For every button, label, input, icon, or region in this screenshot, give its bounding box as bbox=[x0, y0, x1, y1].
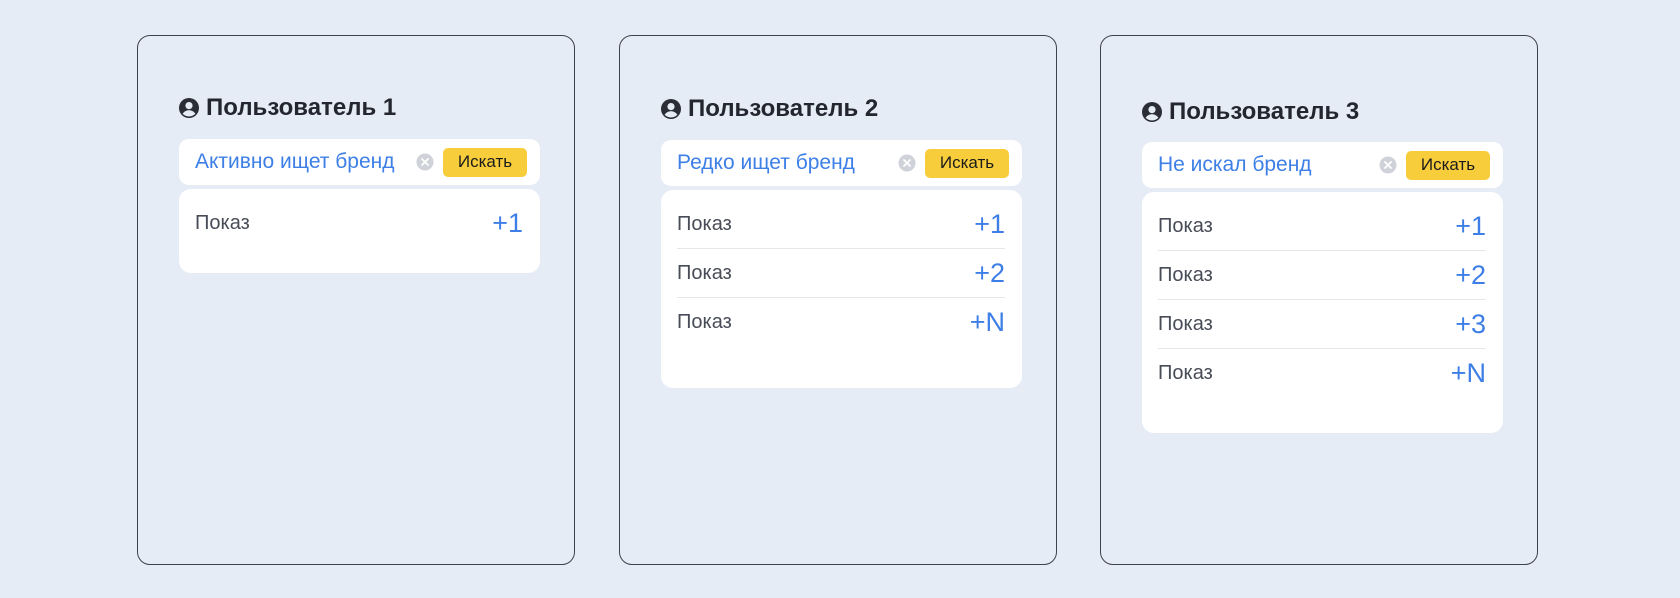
search-button[interactable]: Искать bbox=[443, 147, 527, 177]
card-title: Пользователь 3 bbox=[1142, 98, 1359, 126]
search-input[interactable]: Не искал бренд bbox=[1158, 153, 1312, 176]
result-row: Показ +1 bbox=[677, 200, 1005, 249]
card-title: Пользователь 2 bbox=[661, 95, 878, 123]
user-circle-icon bbox=[179, 98, 199, 118]
row-value: +1 bbox=[492, 207, 523, 238]
result-row: Показ +2 bbox=[1158, 251, 1486, 300]
user-card-3: Пользователь 3 Не искал бренд Искать Пок… bbox=[1100, 35, 1538, 565]
result-row: Показ +1 bbox=[195, 199, 523, 247]
search-bar: Не искал бренд Искать bbox=[1142, 142, 1503, 188]
result-row: Показ +3 bbox=[1158, 300, 1486, 349]
clear-icon[interactable] bbox=[416, 153, 434, 171]
row-label: Показ bbox=[1158, 214, 1213, 237]
result-row: Показ +N bbox=[1158, 349, 1486, 397]
row-value: +N bbox=[1450, 357, 1486, 388]
row-value: +2 bbox=[974, 257, 1005, 288]
result-row: Показ +2 bbox=[677, 249, 1005, 298]
row-value: +1 bbox=[974, 208, 1005, 239]
clear-icon[interactable] bbox=[1379, 156, 1397, 174]
search-bar: Редко ищет бренд Искать bbox=[661, 140, 1022, 186]
row-label: Показ bbox=[677, 261, 732, 284]
row-value: +1 bbox=[1455, 210, 1486, 241]
results-list: Показ +1 Показ +2 Показ +N bbox=[661, 190, 1022, 388]
card-title-text: Пользователь 3 bbox=[1169, 98, 1360, 125]
user-circle-icon bbox=[661, 99, 681, 119]
row-value: +N bbox=[969, 306, 1005, 337]
results-list: Показ +1 bbox=[179, 189, 540, 273]
user-card-2: Пользователь 2 Редко ищет бренд Искать П… bbox=[619, 35, 1057, 565]
result-row: Показ +N bbox=[677, 298, 1005, 346]
user-circle-icon bbox=[1142, 102, 1162, 122]
row-label: Показ bbox=[195, 211, 250, 234]
user-card-1: Пользователь 1 Активно ищет бренд Искать… bbox=[137, 35, 575, 565]
row-label: Показ bbox=[1158, 263, 1213, 286]
card-title: Пользователь 1 bbox=[179, 94, 396, 122]
clear-icon[interactable] bbox=[898, 154, 916, 172]
result-row: Показ +1 bbox=[1158, 202, 1486, 251]
card-title-text: Пользователь 2 bbox=[688, 95, 879, 122]
search-bar: Активно ищет бренд Искать bbox=[179, 139, 540, 185]
row-label: Показ bbox=[677, 310, 732, 333]
row-value: +2 bbox=[1455, 259, 1486, 290]
row-label: Показ bbox=[1158, 312, 1213, 335]
row-label: Показ bbox=[677, 212, 732, 235]
results-list: Показ +1 Показ +2 Показ +3 Показ +N bbox=[1142, 192, 1503, 433]
search-button[interactable]: Искать bbox=[925, 148, 1009, 178]
search-input[interactable]: Активно ищет бренд bbox=[195, 150, 395, 173]
card-title-text: Пользователь 1 bbox=[206, 94, 397, 121]
row-value: +3 bbox=[1455, 308, 1486, 339]
search-input[interactable]: Редко ищет бренд bbox=[677, 151, 855, 174]
row-label: Показ bbox=[1158, 361, 1213, 384]
search-button[interactable]: Искать bbox=[1406, 150, 1490, 180]
